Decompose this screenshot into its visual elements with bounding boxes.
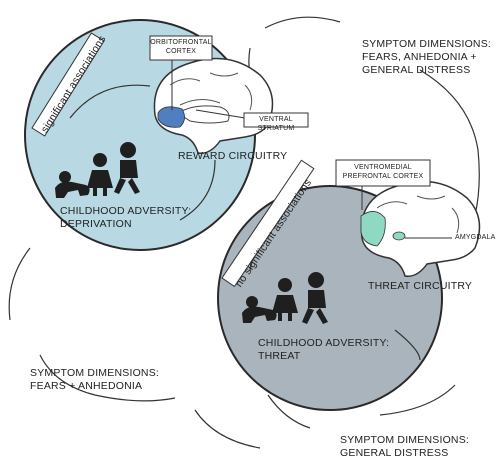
amygdala-highlight <box>392 231 406 241</box>
children-silhouettes-reward <box>55 142 140 198</box>
symptoms-bottom-left-line1: SYMPTOM DIMENSIONS: <box>30 367 160 379</box>
significant-associations-tag <box>31 32 105 137</box>
reward-circuitry-label: REWARD CIRCUITRY <box>178 150 288 162</box>
orbitofrontal-label-line1: ORBITOFRONTAL <box>150 39 212 46</box>
amygdala-label: AMYGDALA <box>455 234 496 241</box>
symptoms-top-right-line3: GENERAL DISTRESS <box>362 64 471 76</box>
no-significant-associations-tag <box>221 159 315 288</box>
reward-adversity-line1: CHILDHOOD ADVERSITY: <box>60 205 192 217</box>
reward-brain-illustration <box>153 57 274 154</box>
symptoms-bottom-left: SYMPTOM DIMENSIONS: FEARS + ANHEDONIA <box>30 367 159 393</box>
symptoms-top-right-line2: FEARS, ANHEDONIA + <box>362 51 477 63</box>
threat-adversity-line2: THREAT <box>258 350 301 362</box>
symptoms-bottom-left-line2: FEARS + ANHEDONIA <box>30 380 143 392</box>
threat-circuitry-label: THREAT CIRCUITRY <box>368 280 473 292</box>
vmpfc-label-box <box>335 159 431 187</box>
orbitofrontal-label: ORBITOFRONTAL CORTEX <box>150 38 212 56</box>
symptoms-top-right: SYMPTOM DIMENSIONS: FEARS, ANHEDONIA + G… <box>362 38 491 77</box>
ventral-striatum-pointer <box>195 109 246 119</box>
outer-loop-arcs <box>8 16 480 449</box>
symptoms-top-right-line1: SYMPTOM DIMENSIONS: <box>362 38 492 50</box>
reward-adversity-line2: DEPRIVATION <box>60 218 132 230</box>
symptoms-bottom-right: SYMPTOM DIMENSIONS: GENERAL DISTRESS <box>340 434 469 460</box>
orbitofrontal-highlight <box>157 106 185 128</box>
orbitofrontal-label-box <box>149 35 213 61</box>
threat-brain-illustration <box>360 180 481 277</box>
vmpfc-label-line1: VENTROMEDIAL <box>354 164 412 171</box>
ventral-striatum-label: VENTRAL STRIATUM <box>257 116 295 132</box>
ventral-striatum-label-box <box>243 112 309 128</box>
symptoms-bottom-right-line1: SYMPTOM DIMENSIONS: <box>340 434 470 446</box>
threat-adversity-line1: CHILDHOOD ADVERSITY: <box>258 337 390 349</box>
reward-adversity-label: CHILDHOOD ADVERSITY: DEPRIVATION <box>60 205 191 231</box>
threat-adversity-label: CHILDHOOD ADVERSITY: THREAT <box>258 337 389 363</box>
vmpfc-label-line2: PREFRONTAL CORTEX <box>342 173 424 180</box>
vmpfc-label: VENTROMEDIAL PREFRONTAL CORTEX <box>336 163 430 181</box>
orbitofrontal-label-line2: CORTEX <box>165 48 197 55</box>
children-silhouettes-threat <box>242 272 328 324</box>
symptoms-bottom-right-line2: GENERAL DISTRESS <box>340 447 449 459</box>
vmpfc-highlight <box>360 211 386 247</box>
